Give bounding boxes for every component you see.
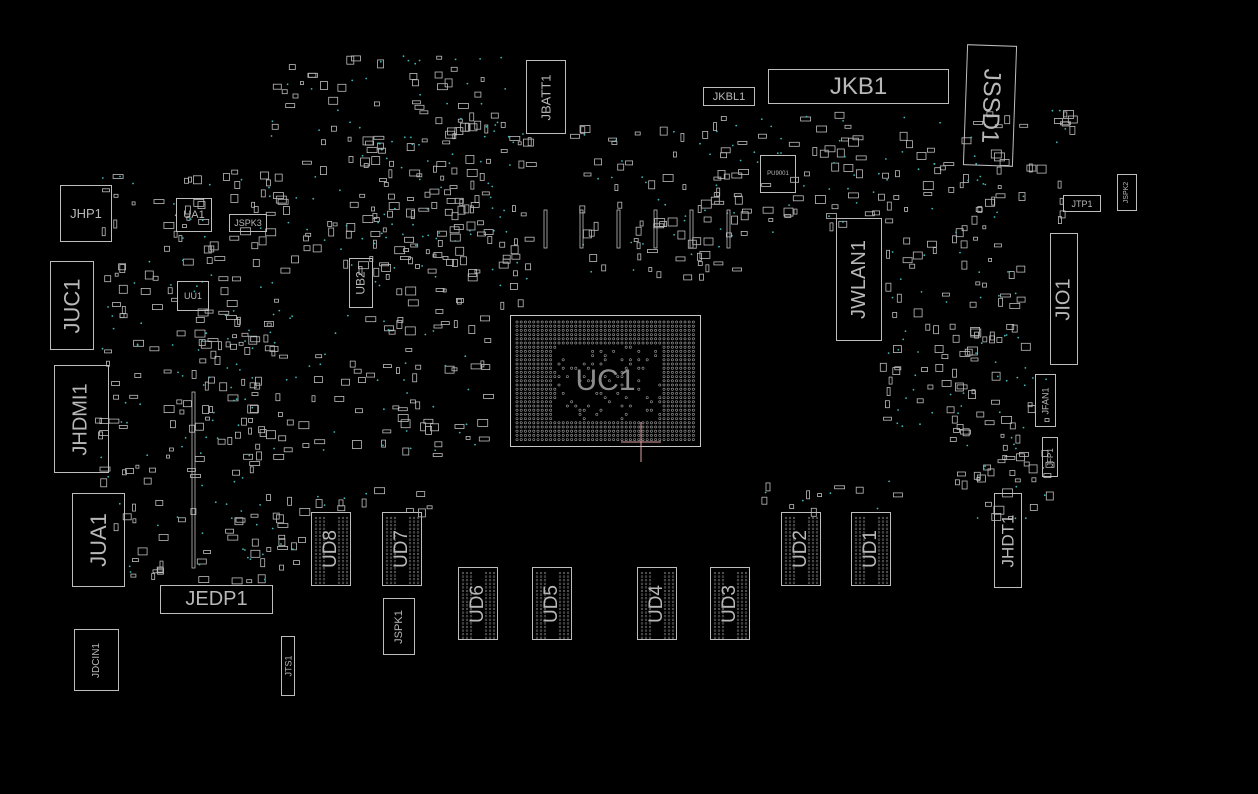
label-jhdmi1: JHDMI1 bbox=[70, 382, 93, 456]
connector-jhdmi1[interactable]: JHDMI1 bbox=[54, 365, 109, 473]
connector-jfp1[interactable]: JFP1 bbox=[1042, 437, 1058, 477]
memory-ud7[interactable]: UD7 bbox=[382, 512, 422, 586]
memory-ud8[interactable]: UD8 bbox=[311, 512, 351, 586]
label-jfan1: JFAN1 bbox=[1040, 386, 1051, 415]
label-jts1: JTS1 bbox=[283, 655, 294, 677]
chip-uu1[interactable]: UU1 bbox=[177, 281, 209, 311]
label-jhp1: JHP1 bbox=[70, 206, 102, 221]
connector-jkbl1[interactable]: JKBL1 bbox=[703, 87, 755, 106]
memory-ud2[interactable]: UD2 bbox=[781, 512, 821, 586]
connector-jhdt1[interactable]: JHDT1 bbox=[994, 493, 1022, 588]
label-jdcin1: JDCIN1 bbox=[90, 642, 102, 678]
label-pu9001: PU9001 bbox=[767, 171, 789, 177]
label-jua1: JUA1 bbox=[85, 513, 111, 567]
memory-ud3[interactable]: UD3 bbox=[710, 567, 750, 640]
connector-juc1[interactable]: JUC1 bbox=[50, 261, 94, 350]
label-jkbl1: JKBL1 bbox=[712, 90, 746, 103]
connector-jhp1[interactable]: JHP1 bbox=[60, 185, 112, 242]
connector-jssd1[interactable]: JSSD1 bbox=[962, 44, 1018, 167]
connector-jbatt1[interactable]: JBATT1 bbox=[526, 60, 566, 134]
label-jedp1: JEDP1 bbox=[185, 588, 248, 610]
label-jbatt1: JBATT1 bbox=[538, 74, 554, 120]
label-jspk2: JSPK2 bbox=[1123, 181, 1131, 204]
memory-ud4[interactable]: UD4 bbox=[637, 567, 677, 640]
memory-ud6[interactable]: UD6 bbox=[458, 567, 498, 640]
connector-jfan1[interactable]: JFAN1 bbox=[1035, 374, 1056, 427]
memory-ud5[interactable]: UD5 bbox=[532, 567, 572, 640]
label-jkb1: JKB1 bbox=[829, 72, 888, 100]
connector-jedp1[interactable]: JEDP1 bbox=[160, 585, 273, 614]
cpu-uc1[interactable]: UC1 bbox=[510, 315, 701, 447]
label-jtp1: JTP1 bbox=[1071, 198, 1093, 209]
connector-jkb1[interactable]: JKB1 bbox=[768, 69, 949, 104]
label-jio1: JIO1 bbox=[1052, 277, 1075, 321]
connector-jwlan1[interactable]: JWLAN1 bbox=[836, 218, 882, 341]
connector-jspk2[interactable]: JSPK2 bbox=[1117, 174, 1137, 211]
chip-pu9001[interactable]: PU9001 bbox=[760, 155, 796, 193]
cpu-ball-grid bbox=[515, 320, 695, 442]
connector-jua1[interactable]: JUA1 bbox=[72, 493, 125, 587]
label-jhdt1: JHDT1 bbox=[998, 514, 1017, 567]
chip-ub2[interactable]: UB2 bbox=[349, 258, 373, 308]
label-ua1: UA1 bbox=[183, 209, 205, 221]
memory-ud1[interactable]: UD1 bbox=[851, 512, 891, 586]
chip-ua1[interactable]: UA1 bbox=[176, 198, 212, 232]
connector-jspk3[interactable]: JSPK3 bbox=[229, 214, 267, 232]
label-jspk1: JSPK1 bbox=[393, 609, 406, 644]
label-jspk3: JSPK3 bbox=[234, 218, 262, 228]
label-juc1: JUC1 bbox=[59, 277, 85, 334]
connector-jspk1[interactable]: JSPK1 bbox=[383, 598, 415, 655]
connector-jtp1[interactable]: JTP1 bbox=[1063, 195, 1101, 212]
label-uu1: UU1 bbox=[183, 291, 202, 301]
label-jfp1: JFP1 bbox=[1045, 447, 1055, 467]
label-jssd1: JSSD1 bbox=[975, 67, 1006, 144]
label-ub2: UB2 bbox=[354, 271, 368, 295]
label-jwlan1: JWLAN1 bbox=[847, 240, 870, 319]
connector-jts1[interactable]: JTS1 bbox=[281, 636, 295, 696]
connector-jdcin1[interactable]: JDCIN1 bbox=[74, 629, 119, 691]
connector-jio1[interactable]: JIO1 bbox=[1050, 233, 1078, 365]
